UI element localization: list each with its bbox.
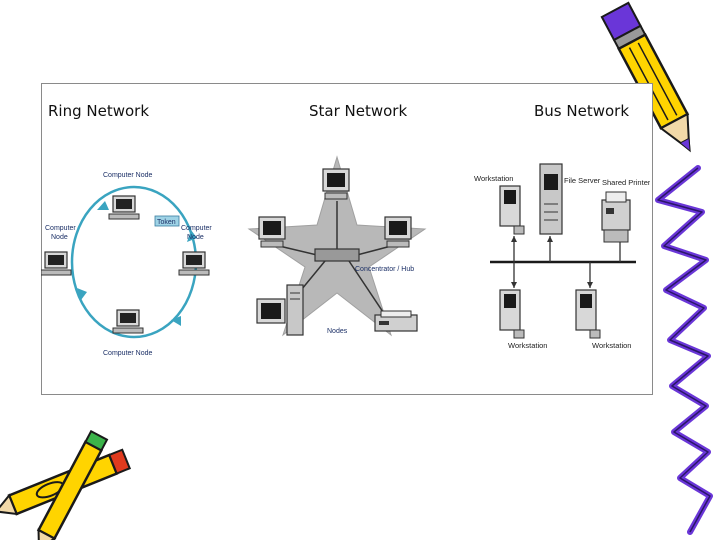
ring-arrow [171, 316, 181, 326]
bus-network-heading: Bus Network [534, 102, 630, 120]
ring-left-node-label-2: Node [51, 234, 68, 241]
file-server-icon [539, 163, 563, 235]
workstation-bottom-left-label: Workstation [508, 341, 547, 350]
computer-icon [384, 216, 412, 248]
pencil-icon [600, 1, 691, 153]
computer-node-icon [108, 195, 140, 220]
hub-label: Concentrator / Hub [355, 266, 414, 273]
ring-arrow [77, 288, 87, 300]
printer-icon [374, 310, 418, 332]
computer-icon [322, 168, 350, 200]
shared-printer-icon [601, 191, 631, 243]
ring-bottom-node-label: Computer Node [103, 350, 153, 357]
workstation-bottom-right-label: Workstation [592, 341, 631, 350]
computer-node-icon [41, 251, 72, 276]
workstation-icon [499, 289, 525, 339]
star-network-diagram: Concentrator / Hub Nodes [247, 155, 427, 337]
token-label: Token [157, 219, 176, 226]
ring-right-node-label-2: Node [187, 234, 204, 241]
ring-arrow [187, 230, 197, 242]
hub-icon [314, 248, 360, 262]
crossed-pencils-icon [0, 430, 132, 540]
workstation-icon [575, 289, 601, 339]
ring-right-node-label-1: Computer [181, 225, 212, 232]
computer-tower-icon [256, 284, 304, 336]
computer-icon [258, 216, 286, 248]
file-server-label: File Server [564, 176, 601, 185]
ring-top-node-label: Computer Node [103, 172, 153, 179]
ring-arrow [97, 201, 109, 210]
computer-node-icon [178, 251, 210, 276]
ring-network-heading: Ring Network [48, 102, 150, 120]
decorative-squiggle [655, 165, 713, 535]
workstation-icon [499, 185, 525, 235]
workstation-top-label: Workstation [474, 174, 513, 183]
token-badge [154, 215, 180, 227]
ring-network-diagram: Token Computer Node Computer Node Comput… [41, 172, 212, 357]
computer-node-icon [112, 309, 144, 334]
squiggle-line [655, 165, 713, 535]
shared-printer-label: Shared Printer [602, 178, 650, 187]
star-network-heading: Star Network [309, 102, 408, 120]
bus-network-diagram: Workstation File Server Shared Printer W… [474, 163, 650, 350]
nodes-label: Nodes [327, 328, 348, 335]
ring-left-node-label-1: Computer [45, 225, 76, 232]
